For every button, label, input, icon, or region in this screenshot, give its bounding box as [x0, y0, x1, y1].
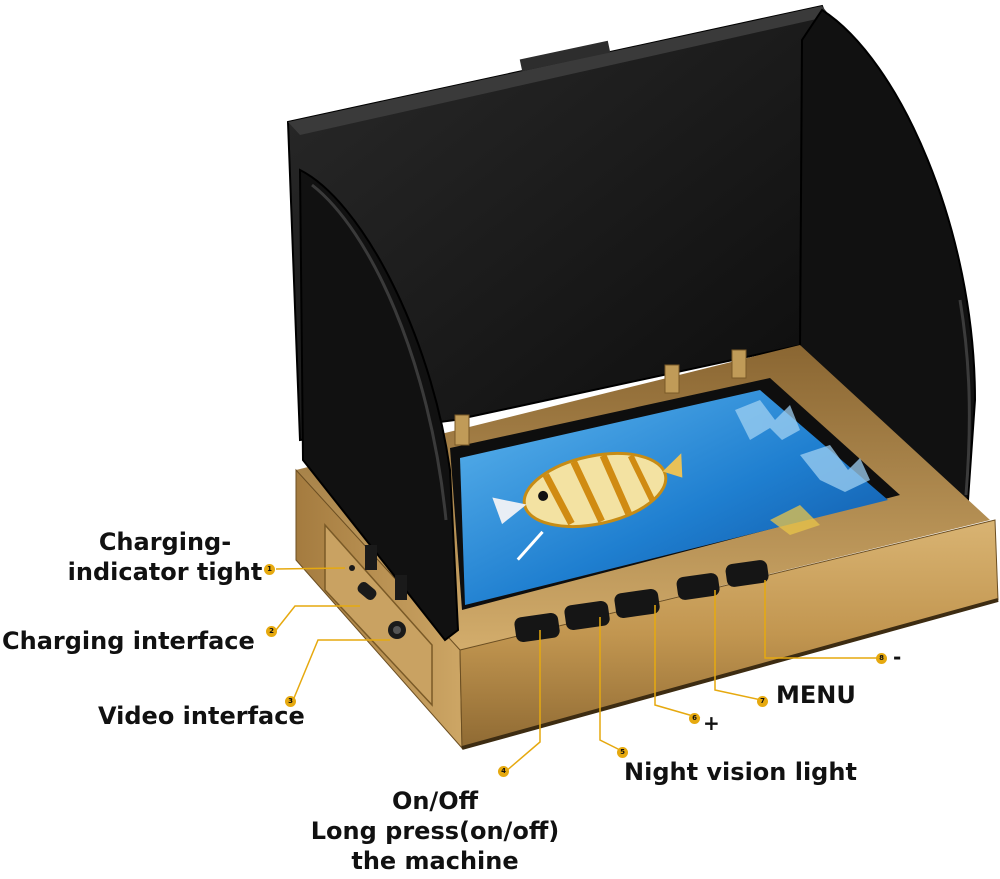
callout-label-5: Night vision light: [624, 758, 857, 786]
callout-badge-6: 6: [689, 713, 700, 724]
callout-badge-8: 8: [876, 653, 887, 664]
callout-label-3: Video interface: [98, 702, 305, 730]
callout-label-4: On/Off Long press(on/off) the machine: [300, 786, 570, 876]
button-menu: [676, 573, 720, 600]
hood-hinge-tab: [519, 40, 611, 72]
callout-badge-7: 7: [757, 696, 768, 707]
callout-label-7: MENU: [776, 681, 856, 709]
callout-label-2: Charging interface: [2, 627, 255, 655]
callout-label-1: Charging- indicator tight: [60, 527, 270, 587]
screen-fish-image: [492, 452, 683, 561]
charging-indicator-led: [349, 565, 355, 571]
front-buttons: [514, 560, 769, 643]
callout-label-4-line2: Long press(on/off): [310, 817, 560, 845]
callout-badge-1: 1: [264, 564, 275, 575]
callout-label-4-line1: On/Off: [391, 787, 479, 815]
button-power: [514, 612, 560, 643]
callout-symbol-8: -: [893, 645, 902, 669]
hood-rail-left: [365, 545, 407, 600]
callout-badge-5: 5: [617, 747, 628, 758]
button-night-vision: [564, 600, 610, 631]
callout-badge-4: 4: [498, 766, 509, 777]
screen-coral: [735, 400, 870, 535]
callout-badge-3: 3: [285, 696, 296, 707]
callout-leaders: [275, 567, 880, 773]
sun-hood-left-wing: [298, 168, 460, 642]
button-plus: [614, 588, 660, 619]
callout-label-1-line2: indicator tight: [67, 558, 263, 586]
hood-hinge-tabs: [454, 349, 747, 446]
callout-badge-2: 2: [266, 626, 277, 637]
usb-c-port: [357, 582, 377, 600]
button-minus: [725, 560, 769, 587]
callout-symbol-6: +: [703, 711, 720, 735]
sun-hood-top-rim: [288, 6, 830, 135]
callout-label-4-line3: the machine: [351, 847, 519, 875]
screen-display: [460, 390, 888, 605]
callout-label-1-line1: Charging-: [98, 528, 232, 556]
